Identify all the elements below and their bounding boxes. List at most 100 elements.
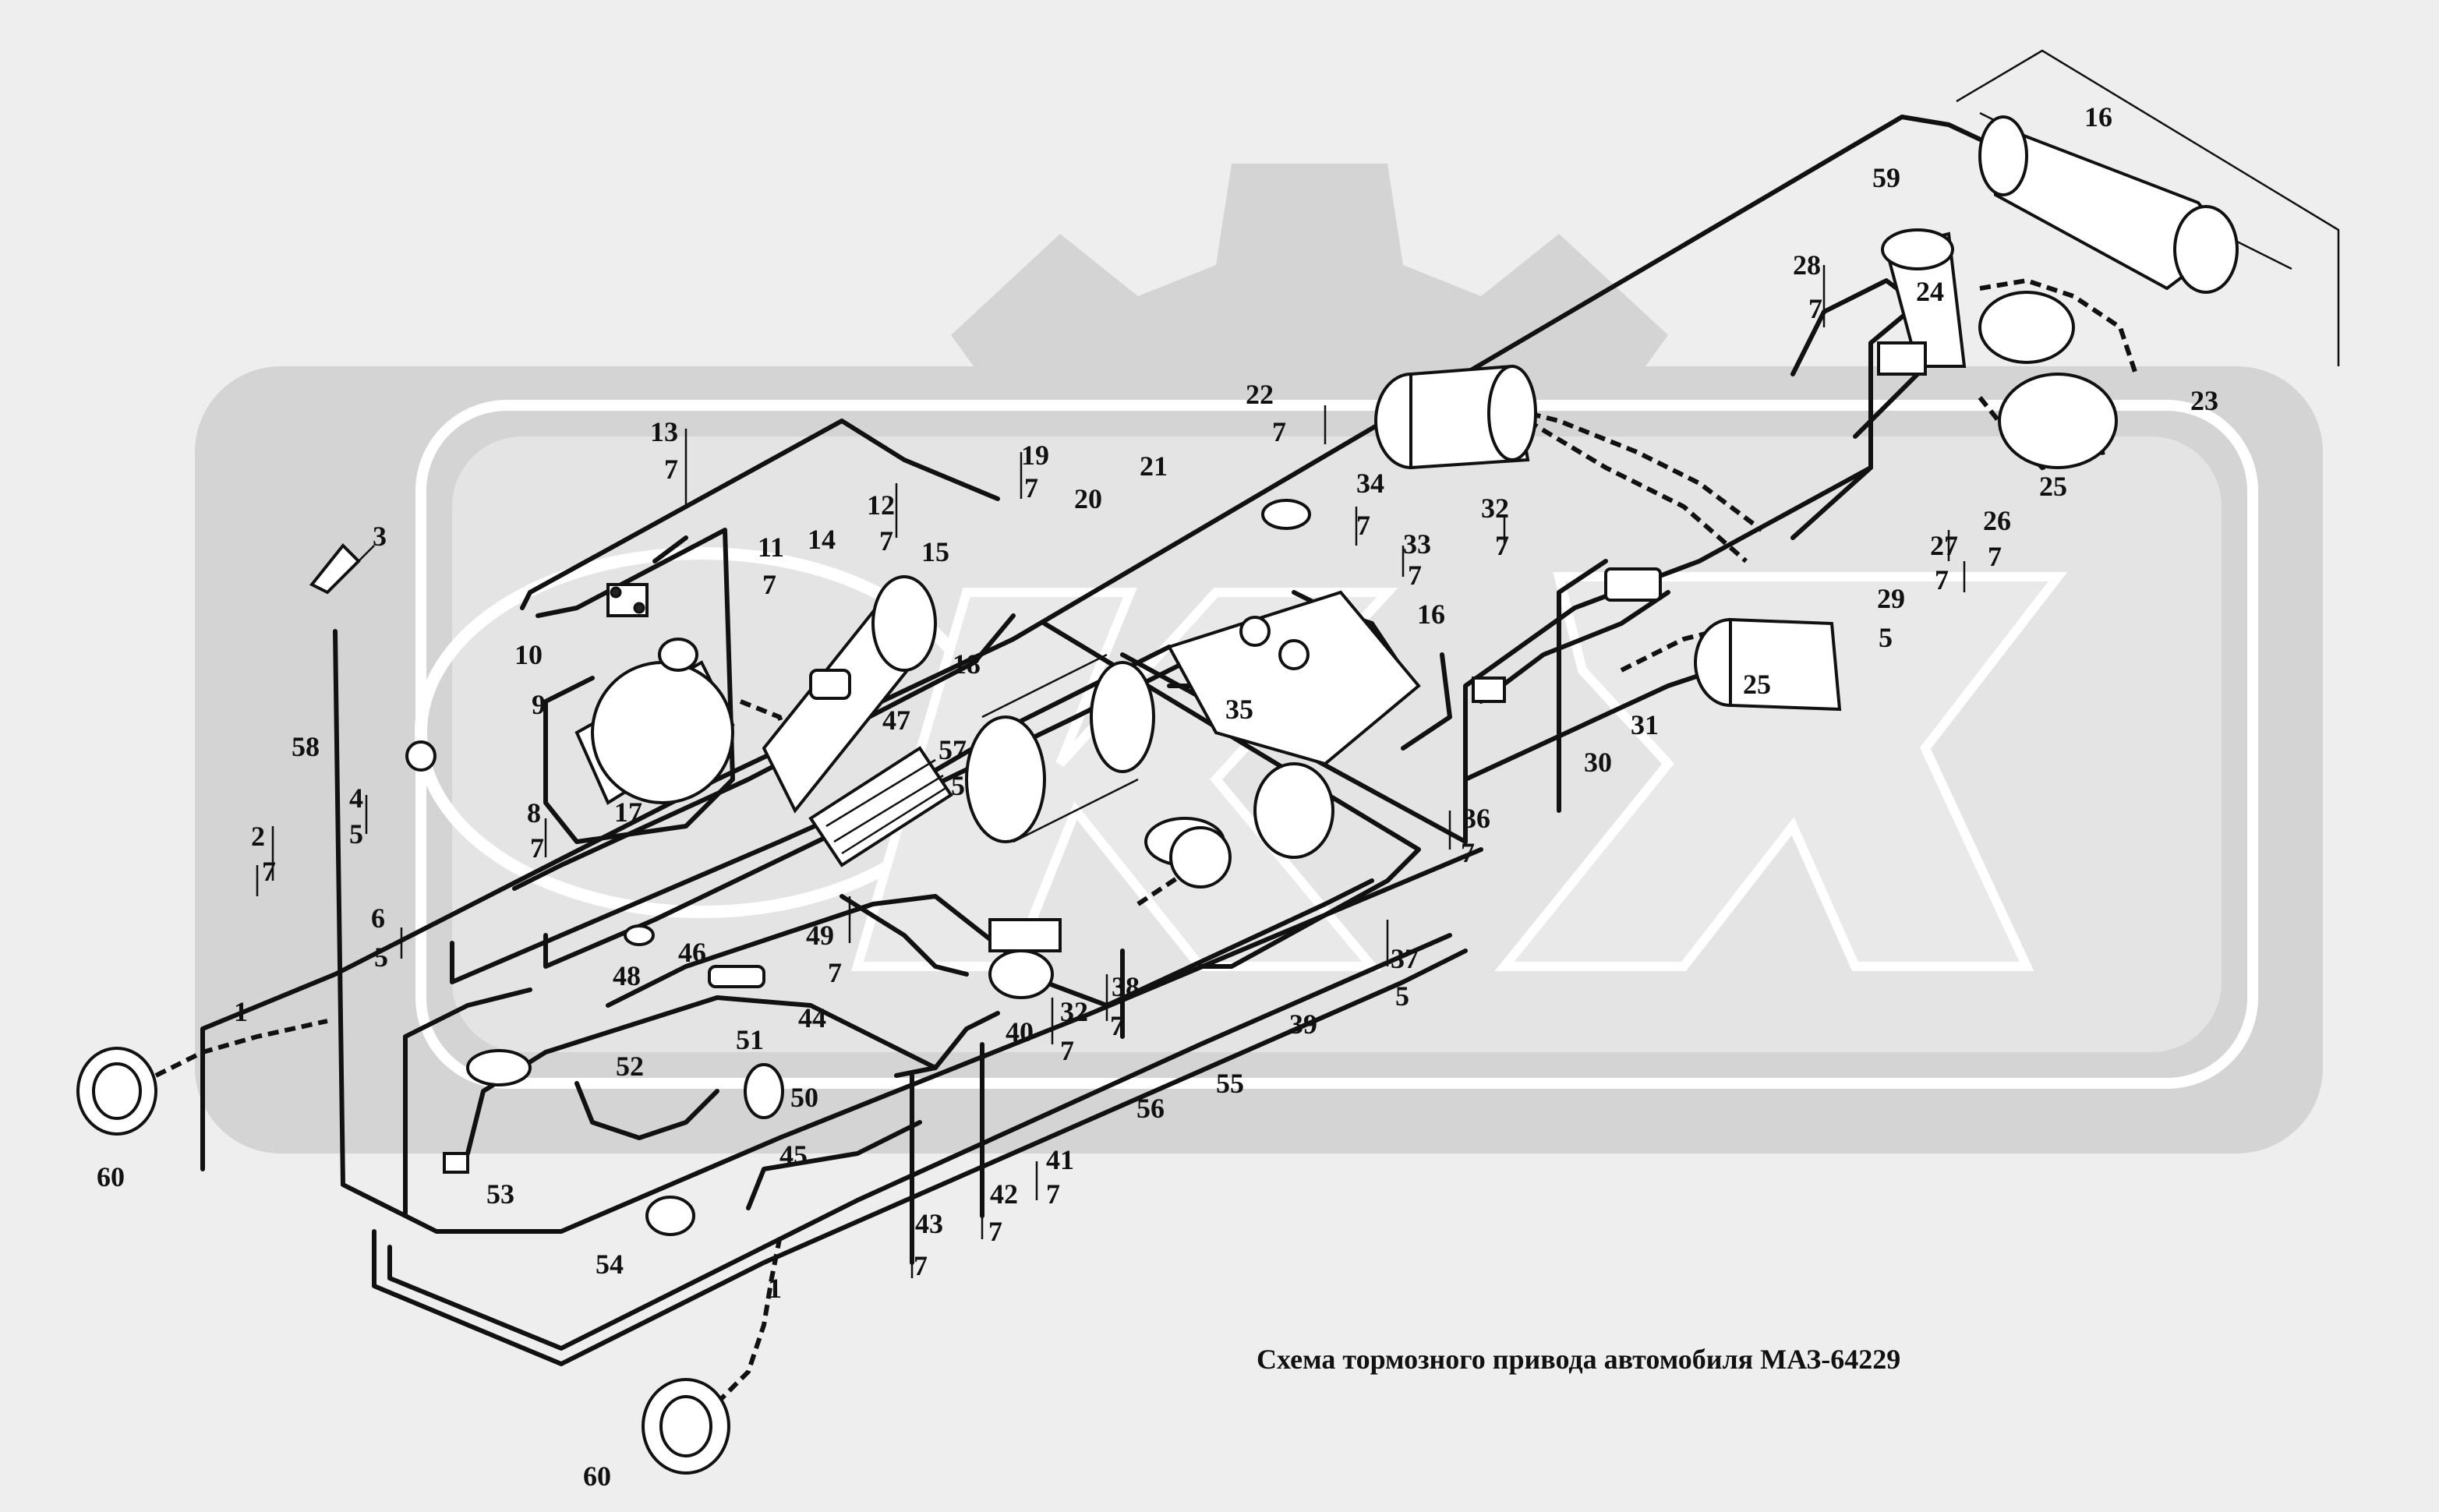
label-28: 28: [1793, 249, 1821, 281]
leader-lines: [256, 265, 1966, 1278]
label-47: 47: [882, 705, 910, 736]
label-40: 40: [1006, 1016, 1034, 1047]
label-17: 17: [614, 797, 642, 828]
label-51: 51: [736, 1024, 764, 1055]
label-27: 27: [1930, 530, 1958, 561]
label-30: 30: [1584, 747, 1612, 778]
label-26-sub: 7: [1988, 541, 2002, 572]
label-45: 45: [779, 1139, 808, 1171]
air-tank-16-front: [1167, 590, 1421, 859]
label-6-sub: 5: [374, 941, 388, 973]
label-60a: 60: [97, 1161, 125, 1192]
valve-10: [606, 583, 649, 617]
label-12-sub: 7: [879, 525, 893, 556]
valve-31: [1604, 567, 1662, 602]
label-8-sub: 7: [530, 832, 544, 864]
label-49: 49: [806, 920, 834, 951]
brake-chamber-front-left: [1374, 364, 1537, 470]
label-54: 54: [596, 1249, 624, 1280]
label-53: 53: [486, 1178, 514, 1210]
valve-14: [809, 669, 851, 700]
label-9: 9: [532, 689, 546, 720]
valve-50: [744, 1063, 784, 1119]
label-25a: 25: [2039, 471, 2067, 502]
valve-48: [624, 924, 655, 946]
label-1a: 1: [234, 996, 248, 1027]
label-36-sub: 7: [1461, 837, 1475, 868]
label-52: 52: [616, 1051, 644, 1082]
label-12: 12: [867, 489, 895, 521]
label-55: 55: [1216, 1068, 1244, 1099]
valve-34: [1261, 499, 1311, 530]
label-2: 2: [251, 821, 265, 852]
label-50: 50: [790, 1082, 818, 1113]
label-42-sub: 7: [988, 1216, 1002, 1247]
label-57: 57: [938, 734, 967, 765]
label-32b: 32: [1060, 996, 1088, 1027]
label-34: 34: [1356, 468, 1384, 499]
label-33: 33: [1403, 528, 1431, 560]
label-6: 6: [371, 903, 385, 934]
label-14: 14: [808, 524, 836, 555]
label-41-sub: 7: [1046, 1178, 1060, 1210]
label-29-sub: 5: [1879, 622, 1893, 653]
valve-24: [1877, 341, 1927, 376]
brake-chamber-59: [1881, 228, 2118, 469]
brake-chamber-25-mid: [1694, 617, 1842, 712]
label-42: 42: [990, 1178, 1018, 1210]
label-32a: 32: [1481, 493, 1509, 524]
label-39: 39: [1289, 1009, 1317, 1040]
valve-40: [988, 918, 1062, 999]
label-3: 3: [373, 521, 387, 552]
air-tank-16-rear: [1978, 115, 2239, 294]
label-22: 22: [1246, 379, 1274, 410]
valve-46: [708, 965, 765, 988]
label-37: 37: [1391, 943, 1419, 974]
label-27-sub: 7: [1935, 564, 1949, 595]
label-31: 31: [1631, 709, 1659, 740]
label-34-sub: 7: [1356, 510, 1370, 541]
label-57-sub: 5: [951, 770, 965, 801]
label-2-sub: 7: [262, 856, 276, 887]
label-56: 56: [1136, 1093, 1165, 1124]
part-number-labels: 1 1 2 7 3 4 5 6 5 8 7 9 10 11 7 12 7 13 …: [97, 101, 2218, 1492]
air-tank-17: [574, 660, 735, 805]
label-11-sub: 7: [762, 569, 776, 600]
valve-39: [1169, 826, 1232, 888]
label-25b: 25: [1743, 669, 1771, 700]
label-1b: 1: [768, 1273, 782, 1304]
label-46: 46: [678, 937, 706, 968]
label-43: 43: [915, 1208, 943, 1239]
components: [76, 115, 2239, 1475]
label-20: 20: [1074, 483, 1102, 514]
label-35: 35: [1225, 694, 1253, 725]
valve-52: [466, 1049, 532, 1086]
label-38-sub: 7: [1110, 1010, 1124, 1041]
label-16a: 16: [1417, 599, 1445, 630]
label-43-sub: 7: [914, 1250, 928, 1281]
valve-54: [645, 1196, 695, 1236]
gauge-60-left: [76, 1047, 157, 1136]
label-33-sub: 7: [1408, 560, 1422, 591]
air-tank-57: [965, 653, 1155, 843]
label-10: 10: [514, 639, 543, 670]
label-21: 21: [1140, 450, 1168, 482]
label-29: 29: [1877, 583, 1905, 614]
label-13: 13: [650, 416, 678, 447]
label-49-sub: 7: [828, 957, 842, 988]
label-59: 59: [1872, 162, 1900, 193]
label-60b: 60: [583, 1461, 611, 1492]
label-41: 41: [1046, 1144, 1074, 1175]
label-36: 36: [1462, 803, 1490, 834]
valve-30: [1472, 677, 1506, 703]
label-44: 44: [798, 1002, 826, 1033]
gauge-60-bottom: [642, 1378, 730, 1475]
label-24: 24: [1916, 276, 1944, 307]
label-15: 15: [921, 536, 949, 567]
label-38: 38: [1112, 971, 1140, 1002]
label-8: 8: [527, 797, 541, 828]
diagram-title: Схема тормозного привода автомобиля МАЗ-…: [1257, 1344, 1900, 1375]
label-23: 23: [2190, 385, 2218, 416]
dryer-47: [808, 746, 953, 867]
label-48: 48: [613, 960, 641, 991]
